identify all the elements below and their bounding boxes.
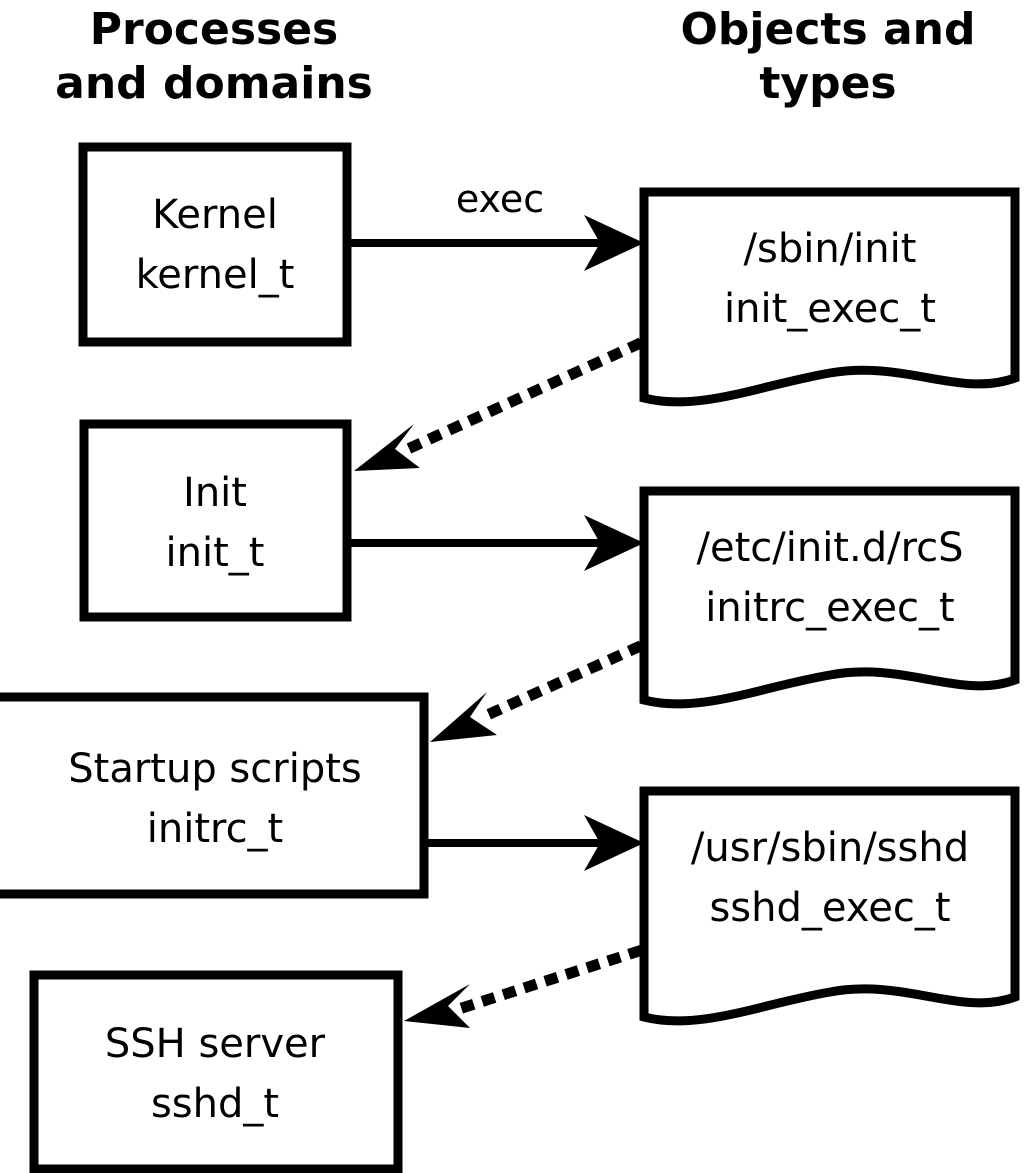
document-shape [639,187,1020,407]
node-sshd_exec[interactable]: /usr/sbin/sshd sshd_exec_t [639,786,1020,1026]
processes-header-line1: Processes [90,4,339,55]
node-init-line1: Init [183,470,247,516]
node-sshd_exec-line2: sshd_exec_t [709,885,950,931]
objects-header-line2: types [759,58,896,109]
column-header-processes: Processes and domains [55,4,373,109]
edge-init_exec-transition-init [354,337,644,471]
node-init-line2: init_t [166,530,265,576]
node-sshd[interactable]: SSH server sshd_t [29,970,403,1173]
arrow-head-icon [584,515,644,571]
node-box [78,142,352,347]
edge-sshd_exec-transition-sshd [404,945,643,1028]
arrow-head-icon [584,215,644,271]
node-box [29,970,403,1173]
node-initrc_exec[interactable]: /etc/init.d/rcS initrc_exec_t [639,486,1020,709]
node-initrc_exec-line1: /etc/init.d/rcS [696,525,963,571]
edge-line [477,640,644,724]
arrow-head-icon [404,984,470,1028]
document-shape [639,786,1020,1026]
edge-label-exec: exec [456,177,544,221]
node-sshd-line2: sshd_t [151,1081,279,1127]
node-init[interactable]: Init init_t [79,419,352,622]
arrow-head-icon [430,692,497,742]
arrow-head-icon [584,815,644,871]
processes-header-line2: and domains [55,58,373,109]
node-initrc-line1: Startup scripts [68,746,361,792]
document-shape [639,486,1020,709]
node-kernel-line2: kernel_t [136,252,295,298]
node-init_exec-line2: init_exec_t [724,286,936,332]
node-kernel-line1: Kernel [152,192,278,238]
arrow-head-icon [354,424,420,471]
node-initrc_exec-line2: initrc_exec_t [705,585,954,631]
edge-initrc_exec-transition-initrc [430,640,644,742]
node-sshd_exec-line1: /usr/sbin/sshd [691,825,969,871]
node-initrc[interactable]: Startup scripts initrc_t [0,692,429,899]
node-initrc-line2: initrc_t [147,806,284,852]
objects-header-line1: Objects and [681,4,976,55]
node-box [0,692,429,899]
edge-line [455,945,643,1015]
node-init_exec[interactable]: /sbin/init init_exec_t [639,187,1020,407]
node-box [79,419,352,622]
edge-kernel-exec-init_exec: exec [350,177,644,271]
node-kernel[interactable]: Kernel kernel_t [78,142,352,347]
edge-line [402,337,644,456]
column-header-objects: Objects and types [681,4,976,109]
node-init_exec-line1: /sbin/init [744,226,917,272]
edge-initrc-exec-sshd_exec [428,815,644,871]
edge-init-exec-initrc_exec [350,515,644,571]
node-sshd-line1: SSH server [105,1021,326,1067]
